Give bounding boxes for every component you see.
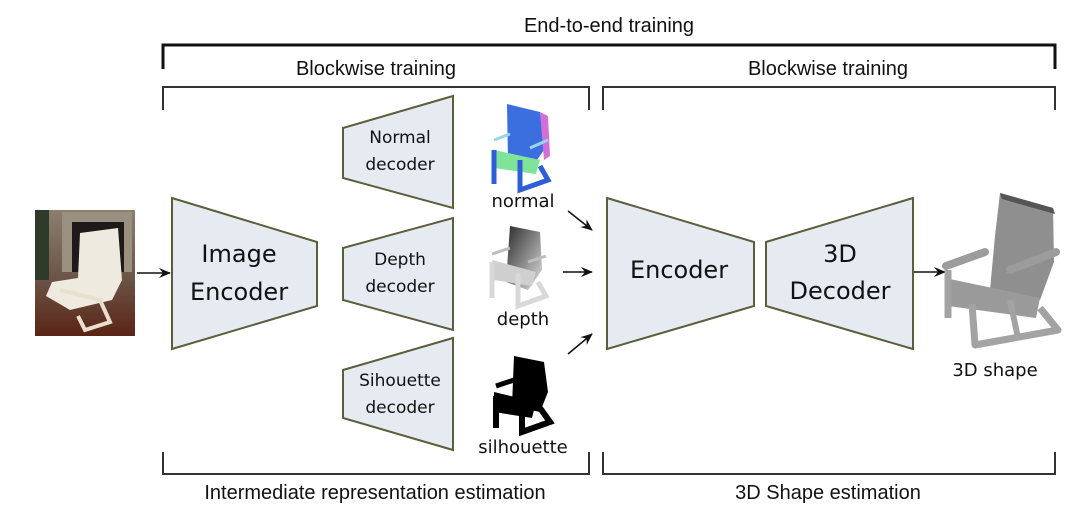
encoder-label: Encoder xyxy=(629,256,729,284)
bottom-left-bracket xyxy=(162,452,590,475)
silhouette-chair xyxy=(493,356,555,437)
input-chair-photo xyxy=(35,210,135,336)
3d-decoder-label-line2: Decoder xyxy=(789,277,891,305)
arrow-silhouette-to-encoder xyxy=(567,333,593,355)
3d-shape-chair xyxy=(942,193,1062,349)
3d-decoder-block xyxy=(765,196,914,351)
encoder-block xyxy=(606,196,755,351)
blockwise-training-right-label: Blockwise training xyxy=(747,58,909,80)
intermediate-representation-label: Intermediate representation estimation xyxy=(204,482,546,504)
image-encoder-block xyxy=(171,196,318,351)
depth-output-label: depth xyxy=(496,309,550,330)
3d-shape-output-label: 3D shape xyxy=(952,360,1038,381)
arrow-normal-to-encoder xyxy=(567,210,593,231)
normal-decoder-label-line2: decoder xyxy=(365,155,435,175)
image-encoder-label-line2: Encoder xyxy=(189,278,289,306)
silhouette-decoder-block xyxy=(342,336,454,452)
normal-map-chair xyxy=(491,104,552,194)
image-encoder-label-line1: Image xyxy=(201,240,277,268)
blockwise-left-bracket xyxy=(162,86,590,110)
depth-decoder-label-line2: decoder xyxy=(365,277,435,297)
blockwise-right-bracket xyxy=(602,86,1056,110)
depth-map-chair xyxy=(489,226,550,310)
depth-decoder-block xyxy=(342,216,454,332)
silhouette-decoder-label-line2: decoder xyxy=(365,398,435,418)
depth-decoder-label-line1: Depth xyxy=(374,250,426,270)
silhouette-decoder-label-line1: Sihouette xyxy=(359,371,441,391)
end-to-end-training-label: End-to-end training xyxy=(523,15,695,37)
end-to-end-bracket xyxy=(161,43,1057,69)
normal-decoder-label-line1: Normal xyxy=(369,128,431,148)
blockwise-training-left-label: Blockwise training xyxy=(295,58,457,80)
3d-decoder-label-line1: 3D xyxy=(823,240,857,268)
normal-decoder-block xyxy=(342,94,454,210)
3d-shape-estimation-label: 3D Shape estimation xyxy=(735,482,921,504)
bottom-right-bracket xyxy=(602,452,1056,475)
silhouette-output-label: silhouette xyxy=(478,437,568,458)
normal-output-label: normal xyxy=(491,191,555,212)
